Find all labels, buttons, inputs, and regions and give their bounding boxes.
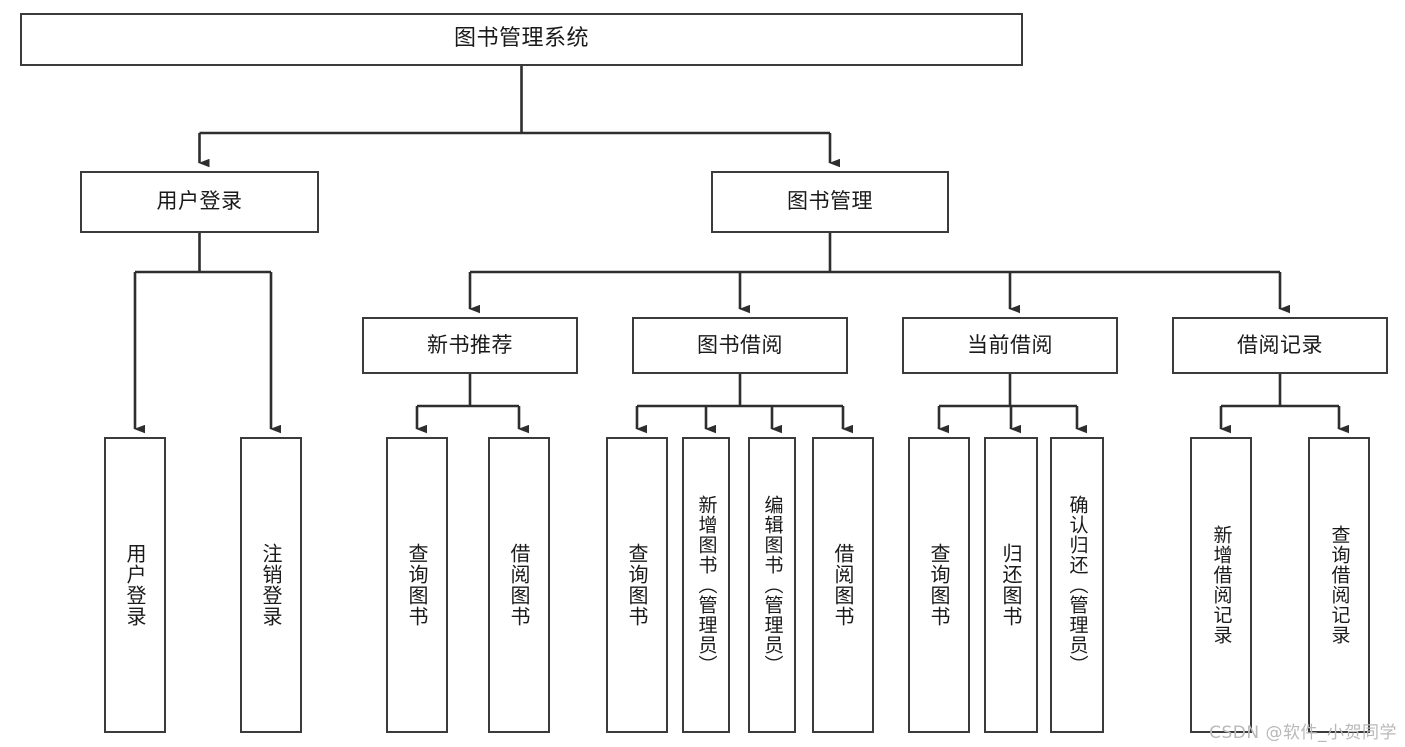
node-leaf-edit-book[interactable]: 编辑图书（管理员） (748, 437, 796, 733)
node-leaf-borrow-book-1-label: 借阅图书 (507, 543, 531, 627)
node-leaf-query-record[interactable]: 查询借阅记录 (1308, 437, 1370, 733)
node-leaf-query-book-3-label: 查询图书 (927, 543, 951, 627)
node-leaf-confirm-return-label: 确认归还（管理员） (1066, 495, 1089, 675)
node-book-manage[interactable]: 图书管理 (711, 171, 949, 233)
node-user-login[interactable]: 用户登录 (80, 171, 319, 233)
node-book-borrow-label: 图书借阅 (697, 332, 783, 357)
node-leaf-query-book-1-label: 查询图书 (405, 543, 429, 627)
node-leaf-query-book-2[interactable]: 查询图书 (606, 437, 668, 733)
node-leaf-add-book-label: 新增图书（管理员） (695, 495, 718, 675)
node-leaf-user-login[interactable]: 用户登录 (104, 437, 166, 733)
node-new-book-recommend-label: 新书推荐 (427, 332, 513, 357)
node-root-label: 图书管理系统 (453, 26, 589, 52)
node-leaf-confirm-return[interactable]: 确认归还（管理员） (1050, 437, 1104, 733)
node-leaf-user-login-label: 用户登录 (123, 543, 147, 627)
node-leaf-add-book[interactable]: 新增图书（管理员） (682, 437, 730, 733)
node-current-borrow[interactable]: 当前借阅 (902, 317, 1118, 374)
node-leaf-user-logout[interactable]: 注销登录 (240, 437, 302, 733)
node-book-borrow[interactable]: 图书借阅 (632, 317, 848, 374)
node-leaf-add-record-label: 新增借阅记录 (1210, 525, 1233, 645)
node-book-manage-label: 图书管理 (787, 189, 873, 214)
node-user-login-label: 用户登录 (156, 189, 243, 214)
node-current-borrow-label: 当前借阅 (967, 332, 1053, 357)
node-leaf-edit-book-label: 编辑图书（管理员） (761, 495, 784, 675)
node-leaf-query-book-3[interactable]: 查询图书 (908, 437, 970, 733)
node-new-book-recommend[interactable]: 新书推荐 (362, 317, 578, 374)
node-borrow-record[interactable]: 借阅记录 (1172, 317, 1388, 374)
node-root[interactable]: 图书管理系统 (20, 13, 1023, 66)
node-leaf-query-book-1[interactable]: 查询图书 (386, 437, 448, 733)
node-leaf-query-book-2-label: 查询图书 (625, 543, 649, 627)
node-leaf-borrow-book-1[interactable]: 借阅图书 (488, 437, 550, 733)
node-leaf-query-record-label: 查询借阅记录 (1328, 525, 1351, 645)
node-borrow-record-label: 借阅记录 (1237, 332, 1323, 357)
csdn-watermark: CSDN @软件_小贺同学 (1209, 723, 1397, 743)
node-leaf-add-record[interactable]: 新增借阅记录 (1190, 437, 1252, 733)
node-leaf-borrow-book-2-label: 借阅图书 (831, 543, 855, 627)
node-leaf-user-logout-label: 注销登录 (259, 543, 283, 627)
node-leaf-return-book-label: 归还图书 (999, 543, 1023, 627)
node-leaf-borrow-book-2[interactable]: 借阅图书 (812, 437, 874, 733)
node-leaf-return-book[interactable]: 归还图书 (984, 437, 1038, 733)
